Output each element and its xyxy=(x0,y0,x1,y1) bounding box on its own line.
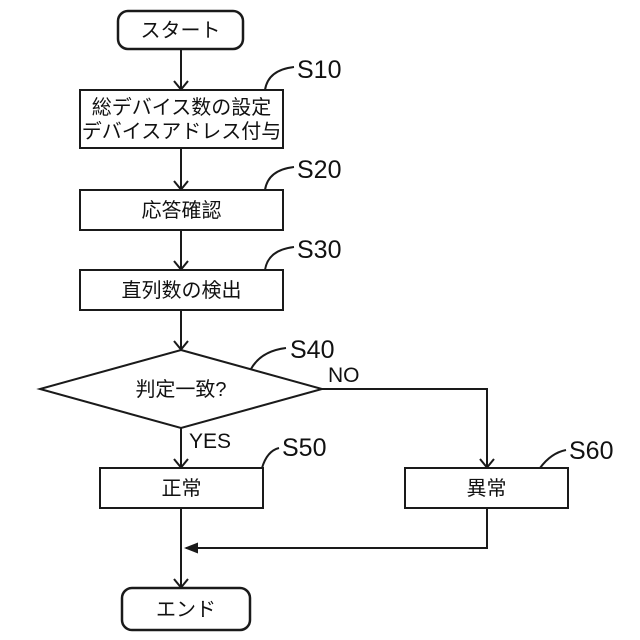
yes-branch-label: YES xyxy=(189,430,231,453)
s30-step-label: S30 xyxy=(297,236,341,264)
s20-node xyxy=(79,189,284,231)
edge-no-s40-to-s60 xyxy=(322,388,488,466)
s50-leader-curve xyxy=(261,447,280,469)
s50-node xyxy=(99,467,264,509)
s40-node-label: 判定一致? xyxy=(135,378,226,401)
s30-leader-curve xyxy=(264,246,295,271)
start-node xyxy=(116,9,245,51)
s20-node-label: 応答確認 xyxy=(142,199,222,222)
s50-step-label: S50 xyxy=(282,434,326,462)
start-node-label: スタート xyxy=(141,19,221,42)
end-node xyxy=(120,586,252,632)
s10-node xyxy=(79,89,284,149)
s40-leader-curve xyxy=(250,347,287,370)
s10-node-label-line1: 総デバイス数の設定 xyxy=(92,96,271,119)
s60-node xyxy=(404,467,569,509)
s40-decision-node xyxy=(36,348,326,430)
s40-step-label: S40 xyxy=(290,336,334,364)
s30-node-label: 直列数の検出 xyxy=(122,279,242,302)
s60-node-label: 異常 xyxy=(467,477,507,500)
s10-leader-curve xyxy=(264,66,295,91)
s60-leader-curve xyxy=(539,449,567,469)
s20-leader-curve xyxy=(264,166,295,191)
s20-step-label: S20 xyxy=(297,156,341,184)
no-branch-label: NO xyxy=(328,364,360,387)
edge-s60-merge xyxy=(186,508,488,549)
s10-node-label-line2: デバイスアドレス付与 xyxy=(82,120,281,143)
s50-node-label: 正常 xyxy=(162,477,202,500)
s60-step-label: S60 xyxy=(569,437,613,465)
end-node-label: エンド xyxy=(156,599,216,621)
s10-step-label: S10 xyxy=(297,56,341,84)
s30-node xyxy=(79,269,284,311)
arrowhead-left-icon xyxy=(184,542,198,554)
